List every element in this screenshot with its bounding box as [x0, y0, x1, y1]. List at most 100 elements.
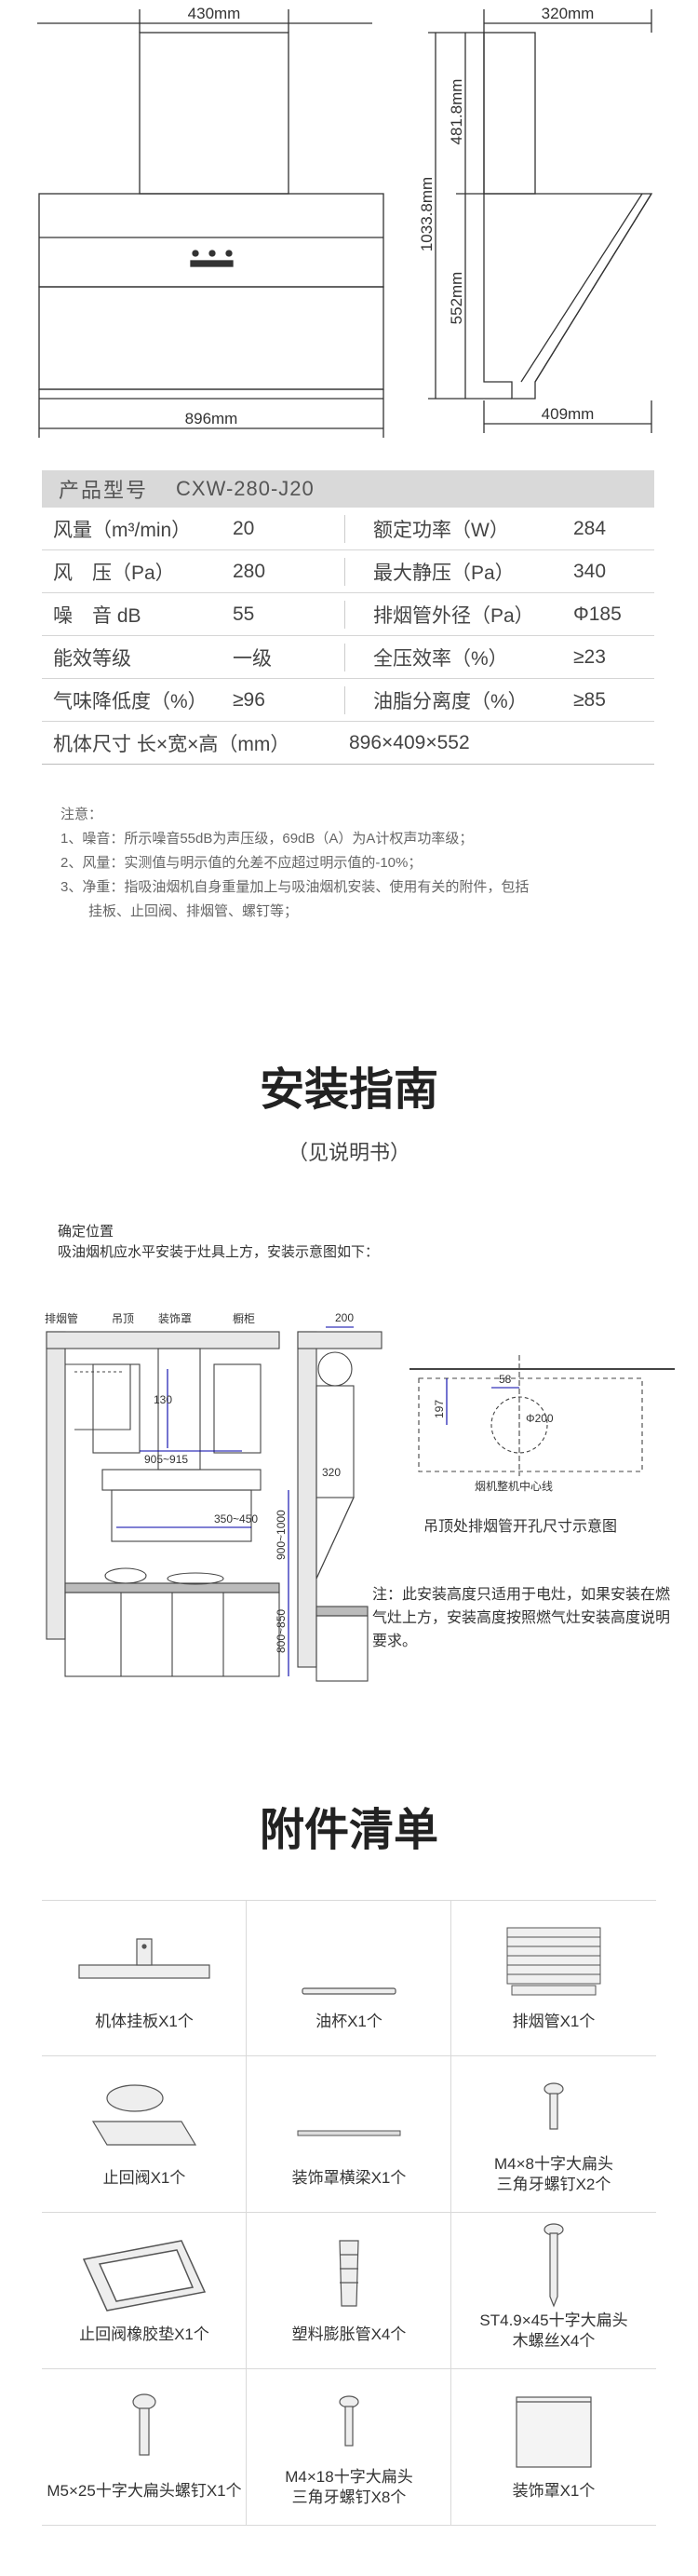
dim-side-depth: 320mm: [542, 5, 595, 22]
spec-key: 排烟管外径（Pa）: [373, 604, 534, 627]
accessory-item: 机体挂板X1个: [42, 1900, 247, 2056]
label-d130: 130: [154, 1393, 172, 1406]
install-subtitle: （见说明书）: [287, 1141, 410, 1164]
spec-header-label: 产品型号: [59, 479, 149, 502]
spec-value: ≥96: [233, 688, 265, 711]
accessory-label: 止回阀X1个: [102, 2169, 186, 2187]
spec-row: 噪 音 dB 55 排烟管外径（Pa） Φ185: [42, 593, 654, 636]
install-position-desc: 吸油烟机应水平安装于灶具上方，安装示意图如下：: [58, 1244, 380, 1260]
accessory-item: 塑料膨胀管X4个: [247, 2213, 451, 2369]
dim-total-height: 1033.8mm: [418, 177, 436, 251]
spec-key: 额定功率（W）: [373, 519, 509, 541]
dim-top-width: 430mm: [188, 5, 241, 22]
spec-header: 产品型号 CXW-280-J20: [42, 470, 654, 508]
oil-cup-icon: [302, 1987, 396, 1995]
check-valve-icon: [91, 2084, 197, 2146]
divider: [344, 514, 345, 543]
spec-row: 气味降低度（%） ≥96 油脂分离度（%） ≥85: [42, 679, 654, 722]
screw-icon: [544, 2082, 564, 2130]
install-note: 注：此安装高度只适用于电灶，如果安装在燃气灶上方，安装高度按照燃气灶安装高度说明…: [372, 1587, 671, 1649]
accessory-label: 排烟管X1个: [512, 2013, 596, 2030]
spec-key: 机体尺寸 长×宽×高（mm）: [53, 733, 290, 755]
label-d200: 200: [335, 1311, 354, 1324]
accessory-item: ST4.9×45十字大扁头 木螺丝X4个: [451, 2213, 656, 2369]
label-d900: 900~1000: [275, 1510, 288, 1560]
spec-value: 284: [573, 517, 607, 539]
dimension-drawings: 430mm 896mm 320mm 409mm 1033.8mm 481.8mm…: [37, 5, 653, 438]
hole-caption: 吊顶处排烟管开孔尺寸示意图: [423, 1519, 618, 1535]
spec-value: 一级: [233, 647, 272, 670]
spec-value: 20: [233, 517, 255, 539]
dim-side-bottom: 409mm: [542, 405, 595, 423]
accessory-label: M4×8十字大扁头: [494, 2155, 613, 2173]
spec-value: 340: [573, 560, 607, 582]
spec-table: 产品型号 CXW-280-J20 风量（m³/min） 20 额定功率（W） 2…: [42, 470, 654, 765]
accessory-label: 三角牙螺钉X8个: [291, 2488, 407, 2506]
spec-value: 280: [233, 560, 266, 582]
spec-value: 55: [233, 603, 255, 625]
wood-screw-icon: [544, 2223, 564, 2308]
accessory-label: M5×25十字大扁头螺钉X1个: [47, 2482, 242, 2500]
grid-line: [42, 1900, 656, 1901]
accessory-label: 机体挂板X1个: [95, 2013, 194, 2030]
install-position-title: 确定位置: [58, 1224, 114, 1240]
install-position: 确定位置 吸油烟机应水平安装于灶具上方，安装示意图如下：: [58, 1222, 379, 1263]
label-cover: 装饰罩: [158, 1312, 192, 1325]
spec-row: 能效等级 一级 全压效率（%） ≥23: [42, 636, 654, 679]
spec-value: Φ185: [573, 603, 622, 625]
spec-key: 全压效率（%）: [373, 647, 508, 670]
accessories-grid: 机体挂板X1个 油杯X1个 排烟管X1个 止: [42, 1900, 656, 2526]
note-line: 2、风量：实测值与明示值的允差不应超过明示值的-10%；: [60, 855, 423, 871]
note-line: 3、净重：指吸油烟机自身重量加上与吸油烟机安装、使用有关的附件，包括: [60, 879, 530, 895]
wall-anchor-icon: [339, 2240, 359, 2307]
label-d320: 320: [322, 1466, 341, 1479]
accessory-item: 排烟管X1个: [451, 1900, 656, 2056]
label-d905: 905~915: [144, 1453, 188, 1466]
notes: 注意： 1、噪音：所示噪音55dB为声压级，69dB（A）为A计权声功率级； 2…: [60, 803, 638, 924]
accessory-item: 装饰罩横梁X1个: [247, 2056, 451, 2213]
accessory-label: 油杯X1个: [315, 2013, 383, 2030]
label-d58: 58: [499, 1373, 512, 1386]
spec-row: 风 压（Pa） 280 最大静压（Pa） 340: [42, 550, 654, 593]
accessories-title: 附件清单: [259, 1804, 438, 1856]
spec-value: ≥23: [573, 645, 606, 668]
accessory-label: 止回阀橡胶垫X1个: [79, 2325, 209, 2343]
accessory-item: 止回阀X1个: [42, 2056, 247, 2213]
spec-key: 气味降低度（%）: [53, 690, 208, 712]
dim-upper-height: 481.8mm: [448, 79, 465, 145]
spec-key: 最大静压（Pa）: [373, 562, 515, 584]
mounting-plate-icon: [78, 1938, 210, 1979]
divider: [344, 600, 345, 629]
divider: [344, 685, 345, 714]
cover-beam-icon: [297, 2130, 401, 2136]
accessory-item: 装饰罩X1个: [451, 2369, 656, 2526]
accessory-label: 装饰罩X1个: [512, 2482, 596, 2500]
spec-value: ≥85: [573, 688, 606, 711]
spec-key: 能效等级: [53, 647, 131, 670]
label-exhaust-pipe: 排烟管: [45, 1311, 78, 1325]
divider: [344, 643, 345, 671]
label-cabinet: 橱柜: [233, 1312, 255, 1325]
accessory-item: 油杯X1个: [247, 1900, 451, 2056]
label-d350: 350~450: [214, 1512, 258, 1525]
screw-icon: [339, 2395, 359, 2447]
label-phi200: Φ200: [526, 1412, 554, 1425]
install-diagram: 排烟管 吊顶 装饰罩 橱柜 130 905~915 350~450 900~10…: [45, 1311, 675, 1682]
decorative-cover-icon: [516, 2396, 592, 2468]
spec-row-size: 机体尺寸 长×宽×高（mm） 896×409×552: [42, 722, 654, 765]
accessory-item: M4×18十字大扁头 三角牙螺钉X8个: [247, 2369, 451, 2526]
install-title: 安装指南: [259, 1064, 438, 1116]
accessory-label: ST4.9×45十字大扁头: [479, 2312, 628, 2329]
spec-key: 噪 音 dB: [53, 604, 141, 627]
dim-lower-height: 552mm: [448, 272, 465, 325]
divider: [344, 557, 345, 586]
spec-row: 风量（m³/min） 20 额定功率（W） 284: [42, 508, 654, 550]
label-d800: 800~850: [275, 1609, 288, 1653]
rubber-gasket-icon: [82, 2240, 207, 2312]
spec-key: 风 压（Pa）: [53, 562, 175, 584]
note-line: 挂板、止回阀、排烟管、螺钉等；: [60, 903, 299, 919]
label-d197: 197: [433, 1400, 446, 1418]
note-line: 注意：: [60, 807, 103, 822]
accessory-item: M5×25十字大扁头螺钉X1个: [42, 2369, 247, 2526]
note-line: 1、噪音：所示噪音55dB为声压级，69dB（A）为A计权声功率级；: [60, 831, 474, 847]
